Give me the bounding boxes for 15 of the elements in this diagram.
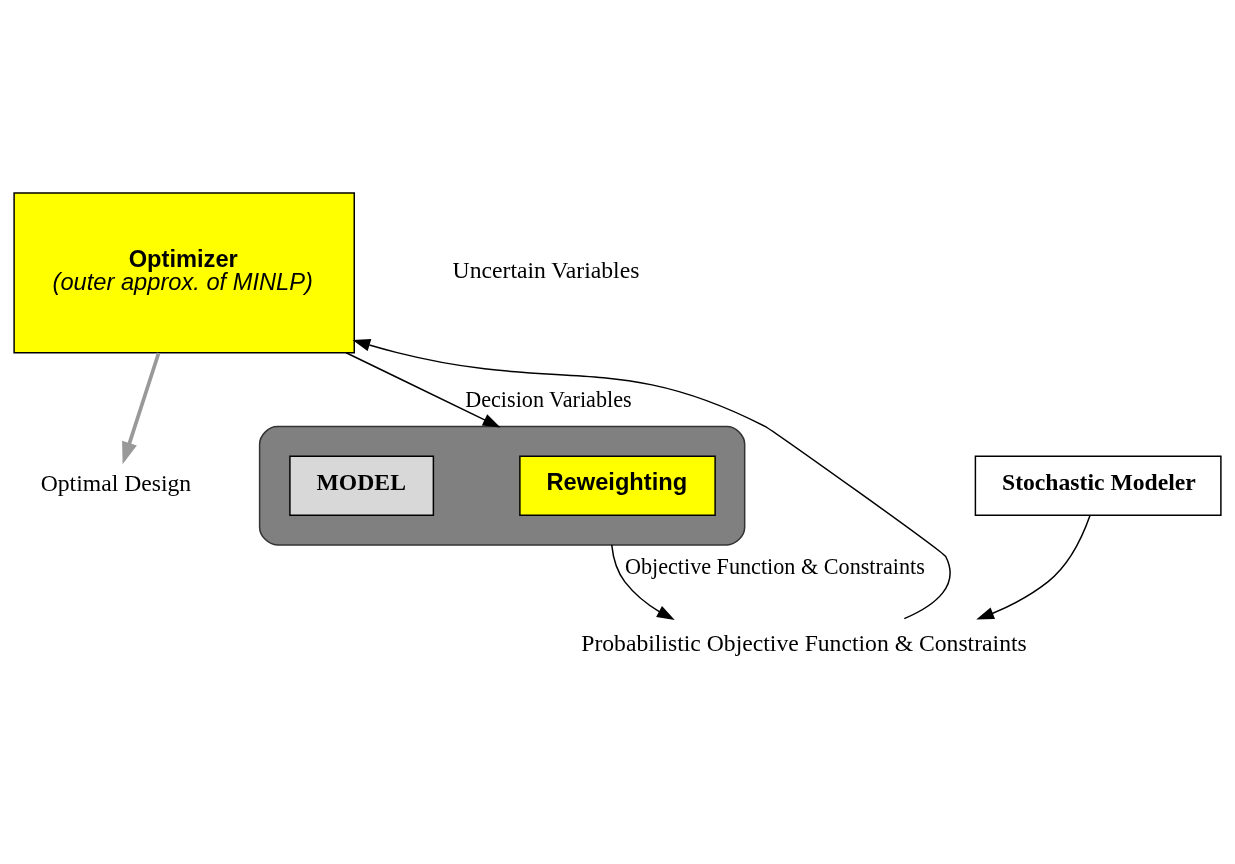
node-box: Stochastic Modeler [974, 454, 1222, 516]
node-text: Probabilistic Objective Function & Constraints [581, 629, 1027, 656]
label: Uncertain Variables [452, 256, 640, 283]
edge-label: Decision Variables [465, 386, 632, 412]
arrow [345, 351, 501, 428]
arrow [122, 352, 161, 464]
arrow [352, 338, 951, 619]
edge-label: Objective Function & Constraints [624, 553, 925, 579]
cluster [258, 425, 746, 546]
node-text: Optimal Design [40, 469, 192, 496]
node-box: Reweighting [519, 454, 716, 516]
node-box: MODEL [289, 454, 435, 516]
arrow [611, 543, 675, 620]
arrow [976, 514, 1091, 620]
node-box: Optimizer (outer approx. of MINLP) [13, 191, 355, 353]
